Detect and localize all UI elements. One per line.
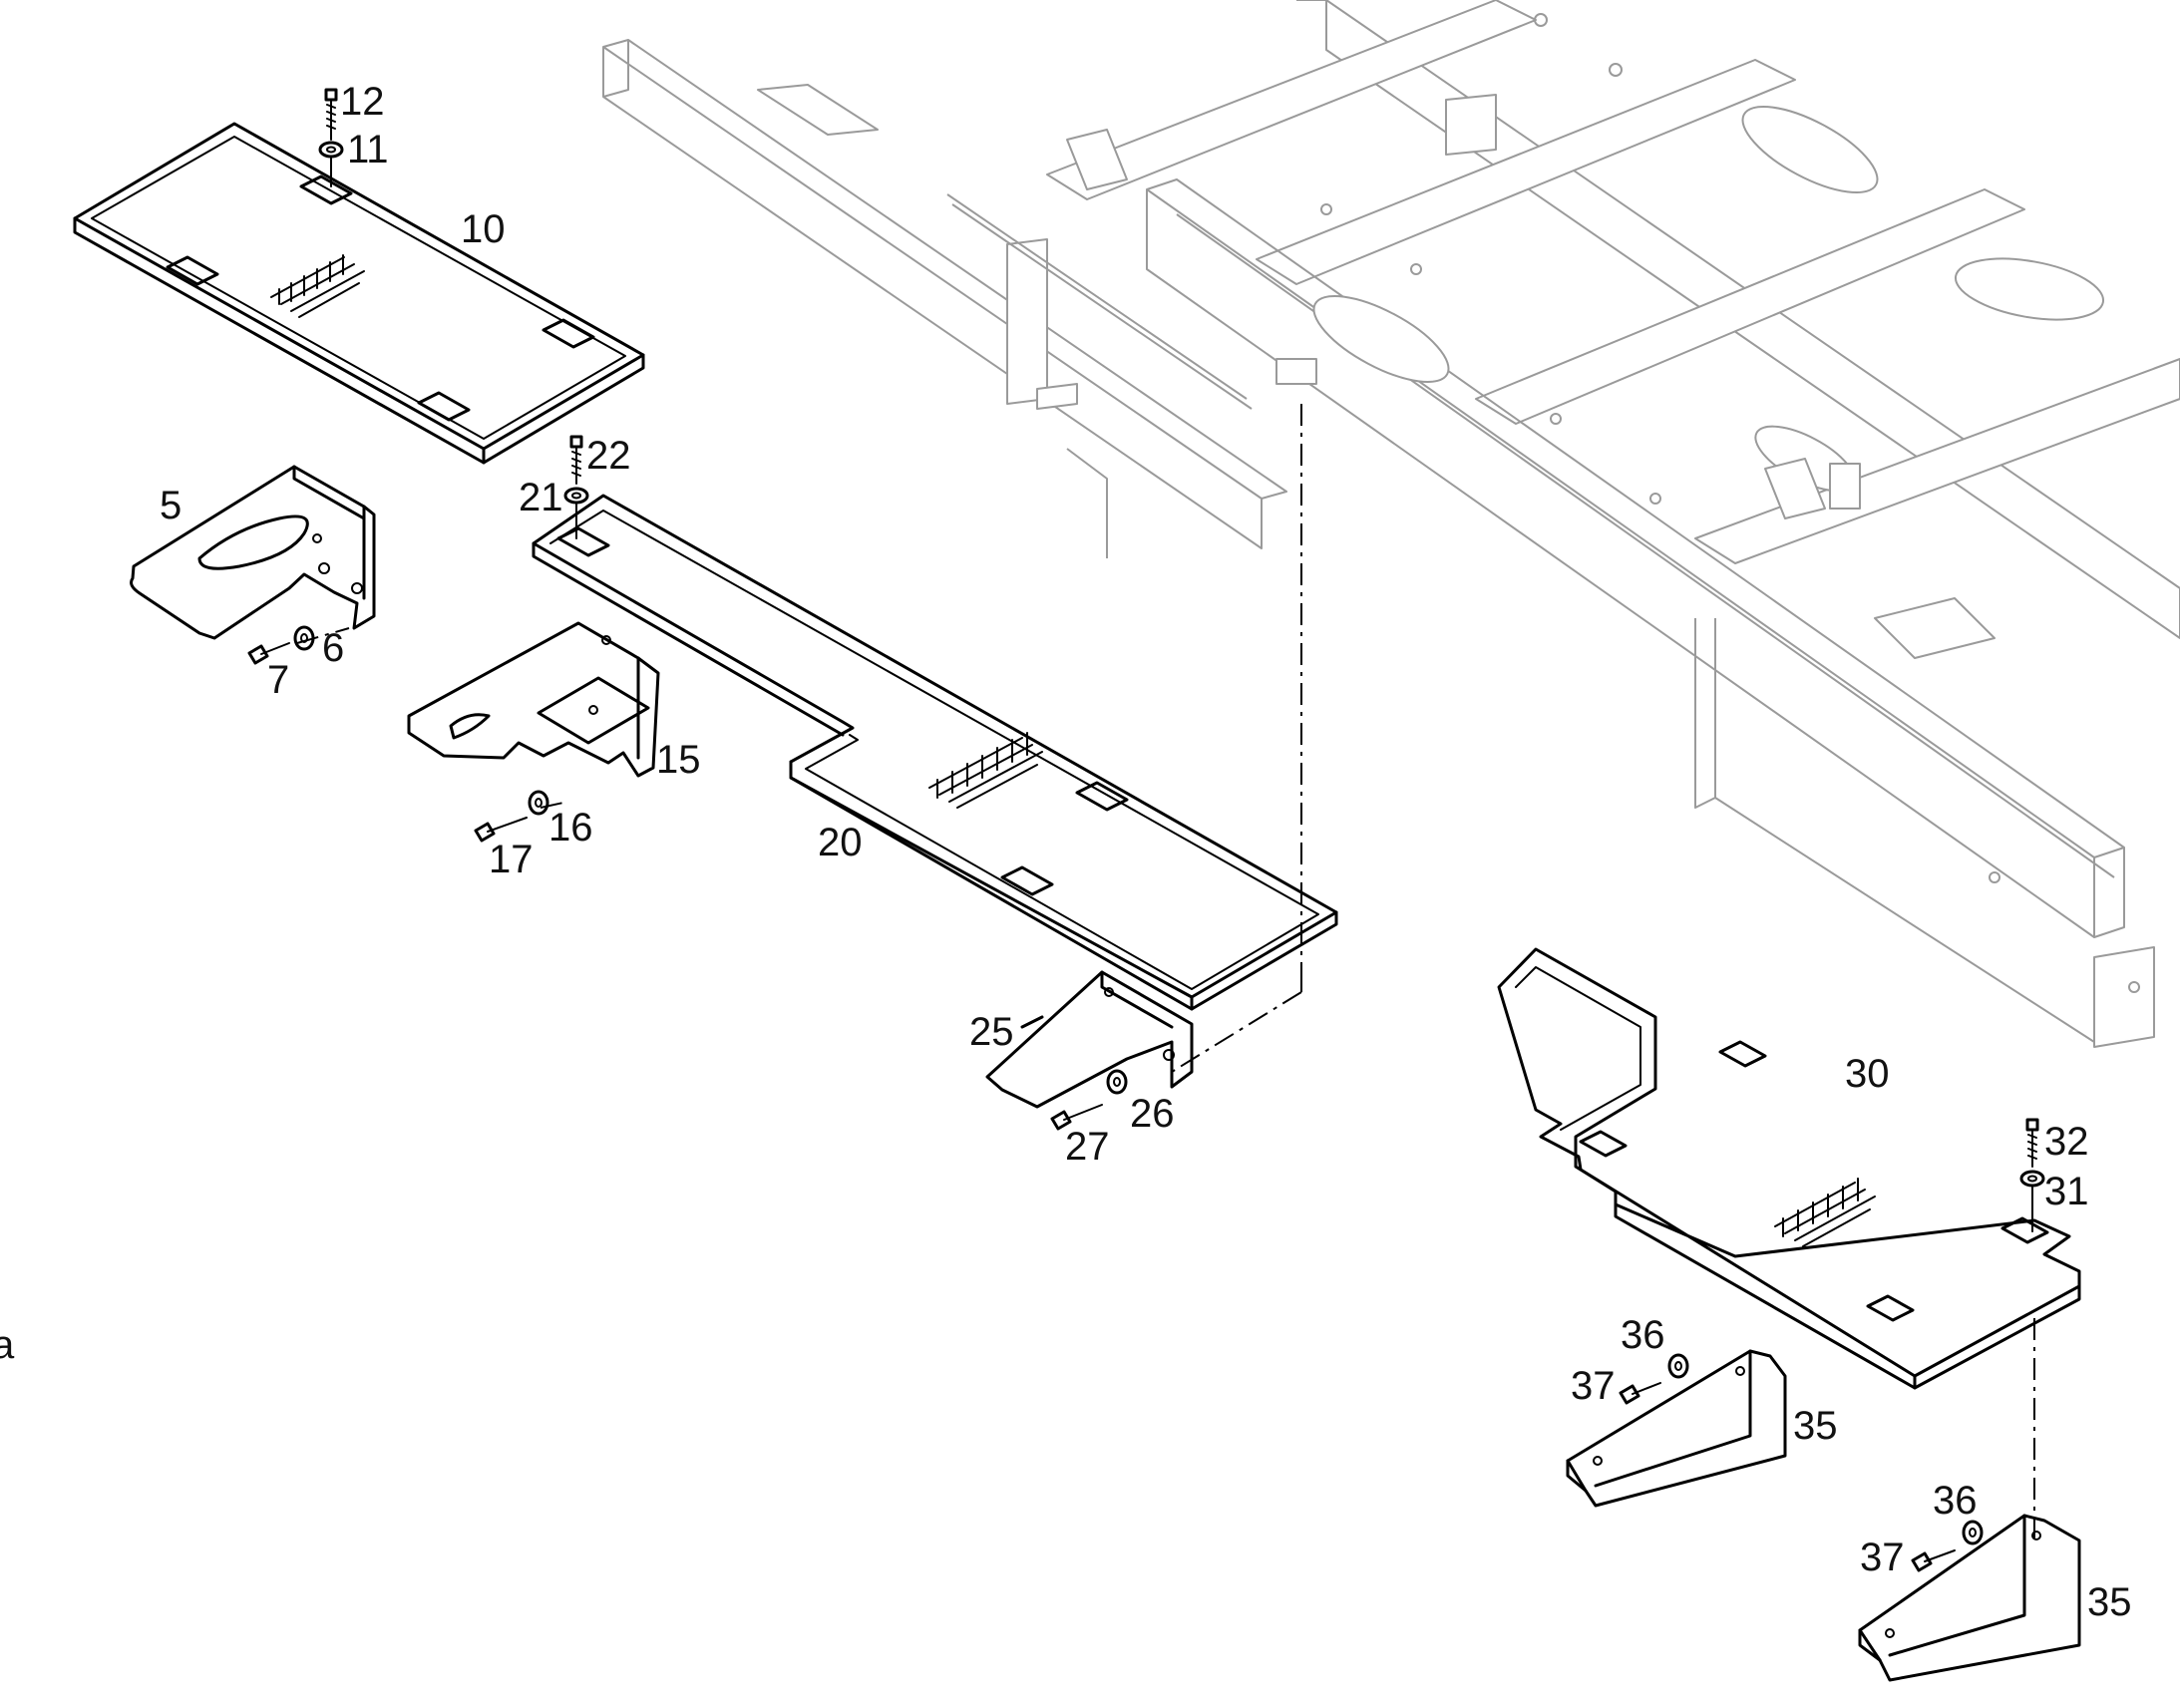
alignment-lines: [296, 404, 2035, 1540]
washer-26: [1106, 1069, 1128, 1095]
washer-6: [293, 625, 315, 651]
washer-36-upper: [1667, 1353, 1689, 1379]
label-part-22: 22: [586, 434, 631, 478]
label-part-16: 16: [548, 806, 593, 850]
label-part-37-upper: 37: [1571, 1364, 1616, 1408]
label-part-6: 6: [322, 626, 344, 670]
panel-20-grip-mark: [928, 732, 1043, 809]
vehicle-frame-assembly: [602, 0, 2180, 1048]
washer-11: [318, 141, 344, 187]
label-part-5: 5: [160, 484, 182, 527]
screw-37-lower: [1911, 1549, 1956, 1572]
label-part-11: 11: [347, 128, 389, 171]
label-part-37-lower: 37: [1860, 1536, 1905, 1579]
label-part-7: 7: [267, 658, 289, 702]
label-part-27: 27: [1065, 1125, 1110, 1169]
washer-36-lower: [1962, 1520, 1984, 1545]
label-part-36-upper: 36: [1621, 1313, 1665, 1357]
bracket-35-upper: [1566, 1349, 1787, 1508]
label-part-15: 15: [656, 738, 701, 782]
label-part-12: 12: [340, 80, 385, 124]
washer-21: [563, 487, 589, 539]
panel-20: [532, 494, 1338, 1011]
screw-12: [324, 88, 338, 141]
panel-20-clips: [556, 526, 1129, 896]
bracket-25: [985, 970, 1194, 1109]
screw-27: [1050, 1104, 1103, 1131]
label-part-35-lower: 35: [2087, 1580, 2132, 1624]
label-part-21: 21: [519, 476, 563, 519]
washer-16: [528, 790, 549, 816]
screw-7: [247, 642, 290, 665]
label-part-36-lower: 36: [1933, 1479, 1978, 1523]
label-part-26: 26: [1130, 1092, 1175, 1136]
panel-30: [1497, 947, 2081, 1390]
label-part-10: 10: [461, 207, 506, 251]
screw-22: [569, 435, 583, 485]
bracket-35-lower: [1858, 1514, 2081, 1682]
panel-30-clips: [1579, 1040, 2049, 1322]
edge-mark: a: [0, 1323, 15, 1367]
bracket-5: [130, 465, 376, 640]
bracket-15: [407, 621, 660, 778]
label-part-32: 32: [2044, 1120, 2089, 1164]
screw-37-upper: [1619, 1382, 1661, 1405]
label-part-31: 31: [2044, 1170, 2089, 1213]
label-part-35-upper: 35: [1793, 1404, 1838, 1448]
screw-32: [2025, 1118, 2039, 1168]
label-part-17: 17: [489, 838, 534, 881]
label-part-20: 20: [818, 821, 863, 864]
panel-10-clips: [166, 174, 595, 422]
panel-10: [73, 122, 645, 465]
screw-17: [474, 817, 528, 843]
part-number-labels: 5 6 7 10 11 12 15 16 17 20 21 22 25 26 2…: [0, 80, 2132, 1624]
washer-31: [2019, 1170, 2045, 1232]
label-part-25: 25: [969, 1010, 1014, 1054]
label-part-30: 30: [1845, 1052, 1890, 1096]
panel-10-grip-mark: [270, 254, 365, 318]
panel-30-grip-mark: [1774, 1178, 1876, 1247]
